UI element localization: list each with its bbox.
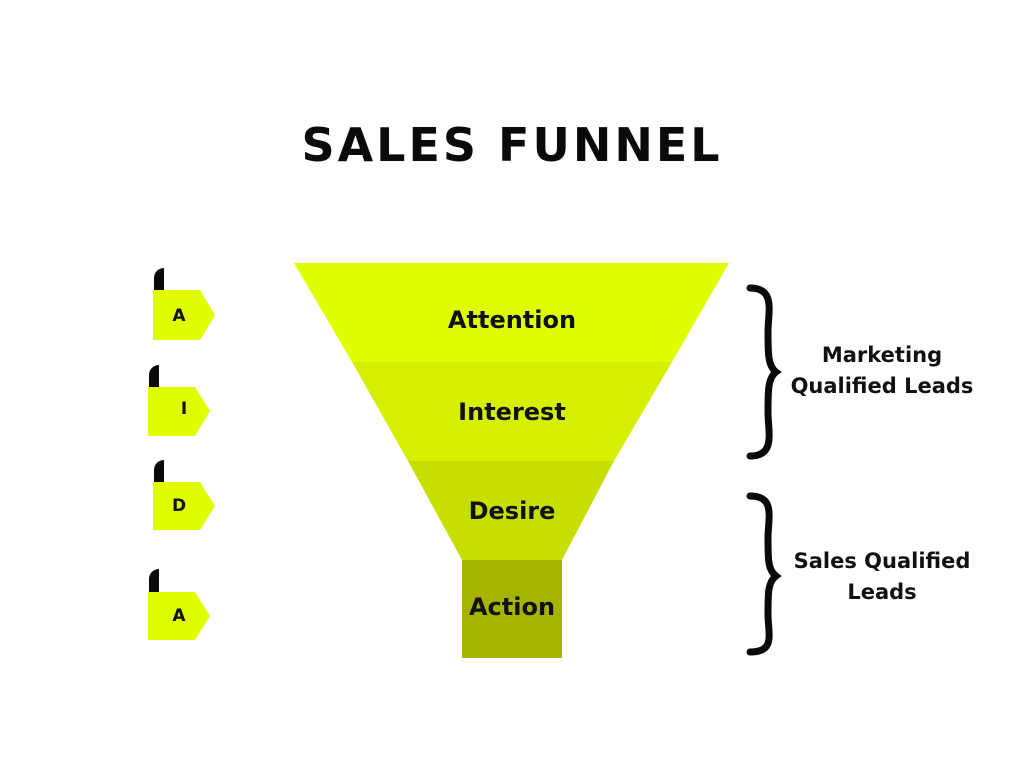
stage-label-attention: Attention [447,306,577,334]
brace-marketing-icon [746,284,782,460]
tag-desire [153,460,215,530]
tag-letter-a2: A [172,606,186,626]
group-label-sales-line2: Leads [847,580,917,604]
tag-action [148,569,210,640]
group-label-marketing-line2: Qualified Leads [790,374,974,398]
tag-attention [153,268,215,340]
page-title: SALES FUNNEL [301,118,723,172]
group-label-marketing-line1: Marketing [821,343,943,367]
group-label-sales: Sales Qualified Leads [772,546,992,608]
tag-curl-icon [149,569,159,592]
tag-letter-a: A [172,306,186,326]
group-label-sales-line1: Sales Qualified [793,549,971,573]
funnel-stage-desire [408,461,614,560]
group-label-marketing: Marketing Qualified Leads [772,340,992,402]
funnel-stage-attention [294,263,729,362]
tag-curl-icon [149,365,159,387]
stage-label-interest: Interest [458,398,566,426]
tag-interest [148,365,210,436]
tag-letter-d: D [171,496,187,516]
funnel-stage-interest [352,362,672,461]
brace-sales-icon [746,492,782,656]
tag-curl-icon [154,460,164,482]
funnel-stage-action [462,560,562,658]
tag-curl-icon [154,268,164,290]
stage-label-action: Action [468,593,556,621]
tag-letter-i: I [180,399,188,419]
stage-label-desire: Desire [468,497,556,525]
